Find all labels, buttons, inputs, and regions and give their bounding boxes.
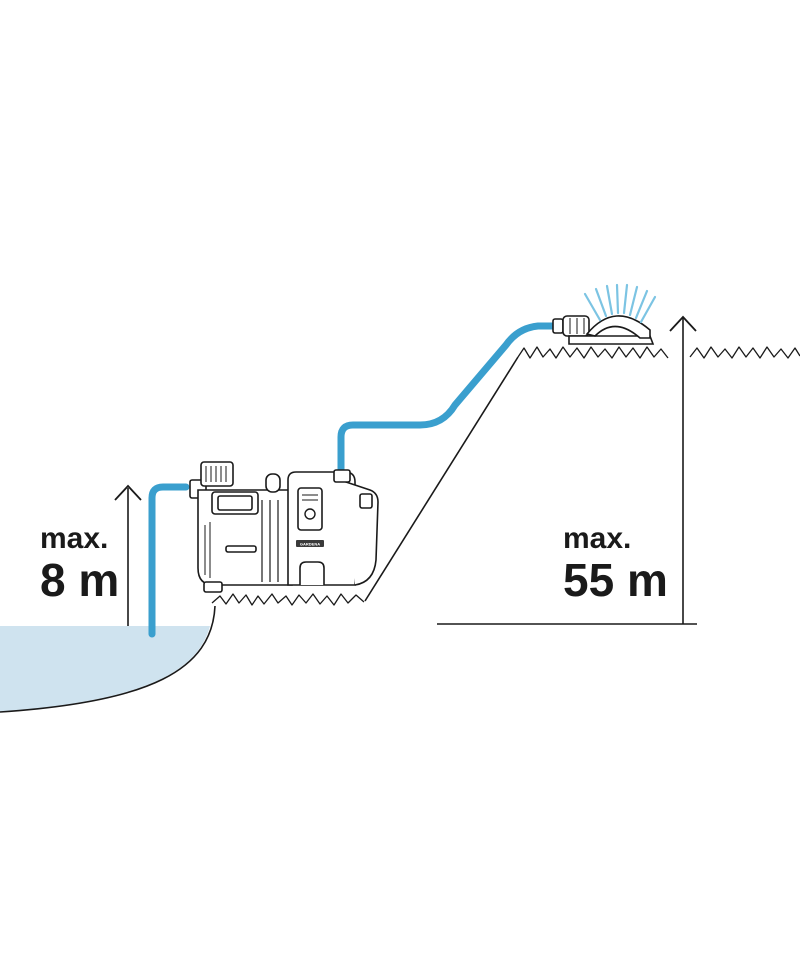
delivery-hose	[337, 322, 557, 474]
sprinkler-spray	[583, 283, 657, 324]
hill-slope	[364, 356, 519, 602]
pump-brand-badge: GARDENA	[296, 540, 324, 547]
suction-height-value: 8 m	[40, 554, 119, 606]
grass-hilltop	[517, 346, 669, 359]
grass-far-right	[689, 346, 800, 359]
suction-max-prefix: max.	[40, 522, 108, 555]
suction-height-arrow	[114, 484, 142, 626]
garden-pump-icon: GARDENA	[189, 461, 379, 593]
delivery-height-value: 55 m	[563, 554, 668, 606]
pump-brand-label: GARDENA	[300, 542, 320, 547]
delivery-max-prefix: max.	[563, 522, 631, 555]
water-reservoir	[0, 626, 210, 712]
delivery-height-arrow	[437, 315, 697, 625]
reservoir-bank	[0, 605, 216, 713]
suction-hose	[148, 483, 190, 638]
grass-pump-ground	[211, 593, 365, 606]
sprinkler-icon	[552, 283, 657, 345]
